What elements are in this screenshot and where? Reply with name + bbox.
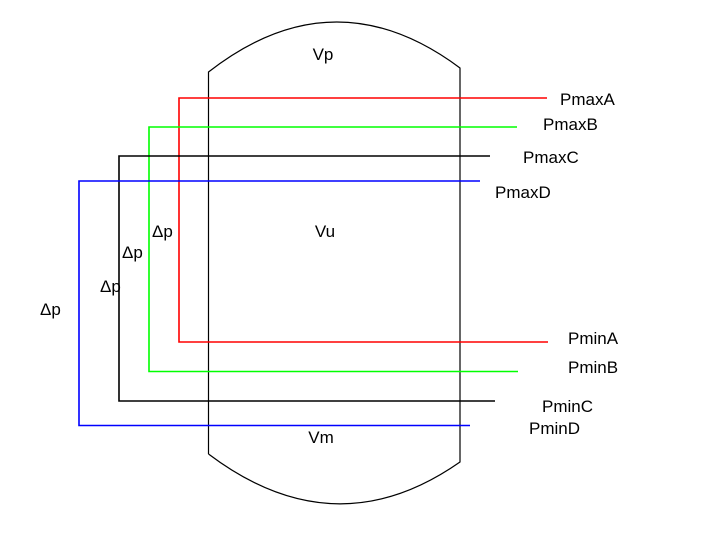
vessel-top-volume-label: Vp xyxy=(313,45,334,64)
pmin-b-label: PminB xyxy=(568,358,618,377)
pmin-c-label: PminC xyxy=(542,397,593,416)
pmax-c-label: PmaxC xyxy=(523,148,579,167)
pmin-a-label: PminA xyxy=(568,329,619,348)
pressure-bracket-d xyxy=(78,180,480,427)
pressure-bracket-c xyxy=(118,155,495,402)
pressure-bracket-b xyxy=(148,126,518,373)
pressure-bracket-a xyxy=(178,97,548,343)
pmax-d-label: PmaxD xyxy=(495,183,551,202)
delta-p-a-label: Δp xyxy=(152,222,173,241)
pmin-d-label: PminD xyxy=(529,419,580,438)
pmax-b-label: PmaxB xyxy=(543,115,598,134)
vessel-outline xyxy=(207,21,461,505)
vessel-middle-volume-label: Vu xyxy=(315,222,335,241)
delta-p-c-label: Δp xyxy=(100,277,121,296)
delta-p-b-label: Δp xyxy=(122,243,143,262)
pmax-a-label: PmaxA xyxy=(560,90,615,109)
delta-p-d-label: Δp xyxy=(40,300,61,319)
vessel-bottom-volume-label: Vm xyxy=(308,428,334,447)
